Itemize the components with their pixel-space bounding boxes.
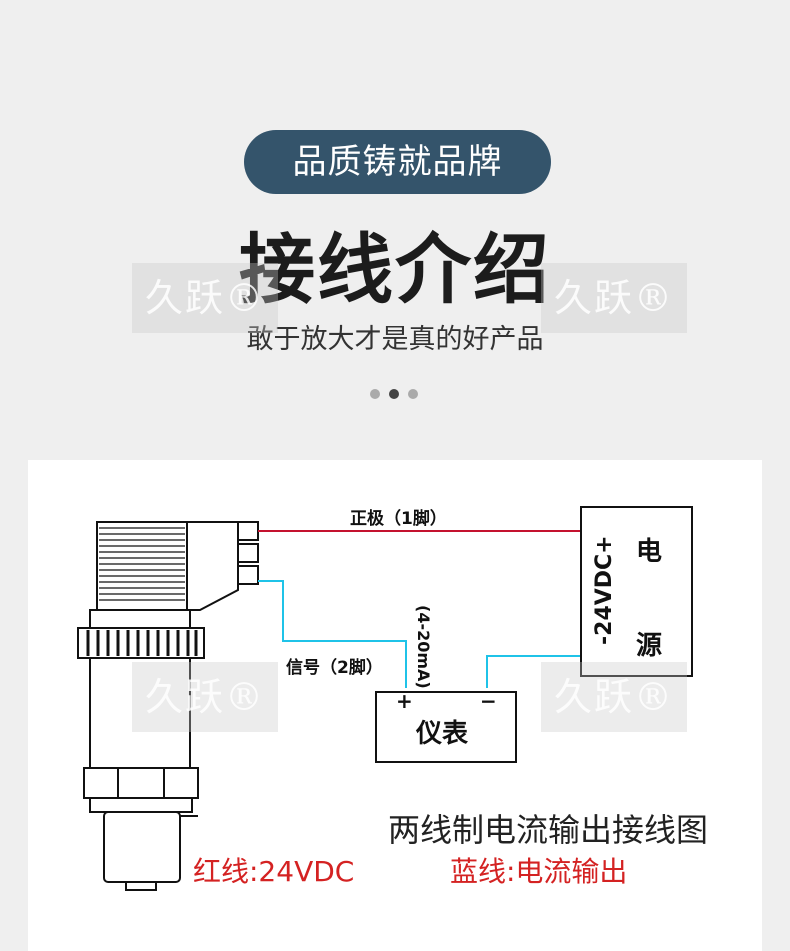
supply-char-1: 电 bbox=[636, 537, 662, 567]
watermark-logo: 久跃® bbox=[541, 662, 687, 732]
carousel-dots bbox=[370, 389, 420, 401]
watermark-logo: 久跃® bbox=[541, 263, 687, 333]
watermark-logo: 久跃® bbox=[132, 263, 278, 333]
blue-wire-signal bbox=[258, 580, 407, 688]
legend-red-wire: 红线:24VDC bbox=[193, 855, 355, 888]
blue-wire-return bbox=[486, 655, 581, 688]
page-title: 接线介绍 bbox=[239, 225, 551, 314]
meter-box bbox=[375, 691, 517, 763]
wiring-diagram-panel: 正极（1脚） 信号（2脚） (4-20mA) + − 仪表 -24VDC+ 电 … bbox=[28, 460, 762, 951]
power-supply-box bbox=[580, 506, 693, 677]
supply-char-2: 源 bbox=[636, 631, 662, 661]
page-subtitle: 敢于放大才是真的好产品 bbox=[246, 324, 544, 355]
pressure-sensor bbox=[77, 521, 259, 891]
section-badge: 品质铸就品牌 bbox=[244, 130, 551, 194]
meter-plus: + bbox=[396, 689, 413, 713]
current-label: (4-20mA) bbox=[414, 605, 433, 689]
watermark-logo: 久跃® bbox=[132, 662, 278, 732]
legend-blue-wire: 蓝线:电流输出 bbox=[450, 855, 628, 888]
wire-signal-label: 信号（2脚） bbox=[286, 657, 383, 678]
dot-1[interactable] bbox=[370, 389, 380, 399]
diagram-caption: 两线制电流输出接线图 bbox=[388, 811, 709, 849]
dot-3[interactable] bbox=[408, 389, 418, 399]
wire-positive-label: 正极（1脚） bbox=[350, 508, 447, 529]
supply-voltage: -24VDC+ bbox=[592, 535, 617, 645]
meter-label: 仪表 bbox=[415, 719, 469, 749]
wiring-diagram: 正极（1脚） 信号（2脚） (4-20mA) + − 仪表 -24VDC+ 电 … bbox=[77, 506, 693, 891]
meter-minus: − bbox=[480, 689, 497, 713]
dot-2[interactable] bbox=[389, 389, 399, 399]
